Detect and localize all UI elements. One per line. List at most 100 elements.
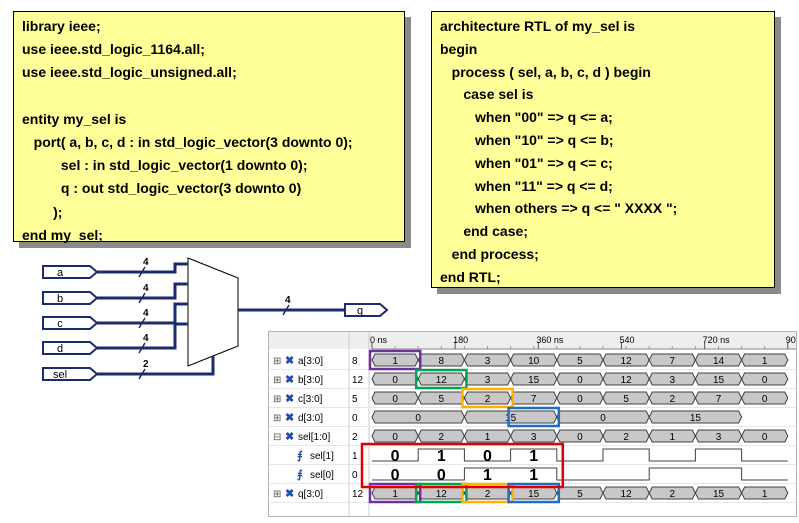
input-port-label: sel <box>53 369 67 381</box>
bit-overlay-digit: 0 <box>483 448 492 465</box>
bus-segment-value: 8 <box>439 356 445 367</box>
bus-wire <box>97 322 188 350</box>
bus-segment-value: 3 <box>670 375 676 386</box>
bus-segment-value: 1 <box>485 432 491 443</box>
code-line: begin <box>440 40 478 57</box>
expander-icon: ⊞ <box>273 413 281 424</box>
bit-waveform <box>372 448 788 462</box>
signal-type-icon: ✖ <box>285 431 294 443</box>
bus-segment-value: 12 <box>621 489 633 500</box>
time-ruler <box>269 332 796 349</box>
bus-slash <box>138 368 146 380</box>
signal-name: sel[0] <box>310 470 334 481</box>
bus-segment-value: 15 <box>713 489 725 500</box>
code-line: when "01" => q <= c; <box>440 154 613 171</box>
bus-segment-value: 3 <box>531 432 537 443</box>
code-line: process ( sel, a, b, c, d ) begin <box>440 63 651 80</box>
bus-segment-value: 5 <box>577 356 583 367</box>
ruler-label: 360 ns <box>536 335 564 345</box>
code-line: library ieee; <box>22 18 101 34</box>
bus-segment <box>741 429 789 443</box>
signal-name: sel[1:0] <box>298 432 330 443</box>
bus-segment-value: 7 <box>670 356 676 367</box>
signal-value: 5 <box>352 394 358 405</box>
source-highlight-box <box>507 406 561 428</box>
code-line: end my_sel; <box>22 226 103 243</box>
code-line: port( a, b, c, d : in std_logic_vector(3… <box>22 134 353 150</box>
bit-overlay-digit: 1 <box>483 467 492 484</box>
signal-type-icon: ⨎ <box>297 450 303 462</box>
bus-segment-value: 1 <box>670 432 676 443</box>
bus-slash <box>282 304 290 316</box>
bus-segment-value: 3 <box>485 356 491 367</box>
sel-wire <box>97 356 215 376</box>
bus-segment-value: 7 <box>716 394 722 405</box>
input-port-label: c <box>57 318 63 330</box>
bus-segment-value: 14 <box>713 356 725 367</box>
bus-segment-value: 2 <box>485 394 491 405</box>
code-line: entity my_sel is <box>22 110 127 127</box>
code-line: q : out std_logic_vector(3 downto 0) <box>22 180 302 197</box>
bus-segment-value: 7 <box>531 394 537 405</box>
code-line: architecture RTL of my_sel is <box>440 18 636 34</box>
bus-segment-value: 0 <box>762 432 768 443</box>
code-line: end case; <box>440 223 528 240</box>
bus-segment-value: 0 <box>600 413 606 424</box>
output-port-q <box>344 303 389 317</box>
code-line: use ieee.std_logic_unsigned.all; <box>22 64 237 81</box>
bus-segment-value: 0 <box>577 375 583 386</box>
bus-slash <box>138 292 146 304</box>
code-line: when others => q <= " XXXX "; <box>440 200 678 217</box>
bus-segment-value: 5 <box>439 394 445 405</box>
bit-overlay-digit: 1 <box>529 467 538 484</box>
expander-icon: ⊟ <box>273 432 281 443</box>
bus-slash <box>138 266 146 278</box>
bus-width-label: 4 <box>143 308 149 319</box>
signal-value: 12 <box>352 375 364 386</box>
code-line: ); <box>22 203 63 220</box>
bus-segment-value: 2 <box>439 432 445 443</box>
bus-segment-value: 15 <box>528 489 540 500</box>
bus-segment-value: 12 <box>621 375 633 386</box>
bus-width-label: 2 <box>143 359 149 370</box>
ruler-label: 720 ns <box>703 335 731 345</box>
bus-segment-value: 1 <box>762 489 768 500</box>
bus-segment-value: 15 <box>528 375 540 386</box>
code-line: when "00" => q <= a; <box>440 109 613 126</box>
bus-segment <box>648 410 743 424</box>
output-highlight-box <box>368 482 422 504</box>
signal-value: 1 <box>352 451 358 462</box>
input-port-label: d <box>57 343 63 355</box>
input-port-b <box>42 291 99 305</box>
output-highlight-box <box>461 482 514 504</box>
output-port-label: q <box>357 305 363 317</box>
source-highlight-box <box>414 368 468 390</box>
bus-segment-value: 12 <box>436 489 448 500</box>
source-highlight-box <box>461 387 514 409</box>
expander-icon: ⊞ <box>273 375 281 386</box>
bus-segment-value: 0 <box>577 394 583 405</box>
bus-segment-value: 5 <box>623 394 629 405</box>
bus-segment-value: 0 <box>392 394 398 405</box>
bus-segment-value: 10 <box>528 356 540 367</box>
signal-type-icon: ✖ <box>285 488 294 500</box>
expander-icon: ⊞ <box>273 489 281 500</box>
architecture-code-box: architecture RTL of my_sel is begin proce… <box>431 11 775 288</box>
bus-segment-value: 1 <box>392 489 398 500</box>
bus-segment-value: 15 <box>713 375 725 386</box>
bus-segment-value: 1 <box>762 356 768 367</box>
ruler-label: 900 <box>786 335 796 345</box>
bus-segment-value: 2 <box>670 394 676 405</box>
signal-type-icon: ✖ <box>285 393 294 405</box>
bus-slash <box>138 317 146 329</box>
bus-width-label: 4 <box>285 295 291 306</box>
bus-segment-value: 0 <box>392 432 398 443</box>
bus-slash <box>138 342 146 354</box>
signal-value: 8 <box>352 356 358 367</box>
bus-wire <box>97 262 188 274</box>
bus-segment <box>741 486 789 500</box>
bus-segment <box>741 372 789 386</box>
bus-segment-value: 12 <box>436 375 448 386</box>
